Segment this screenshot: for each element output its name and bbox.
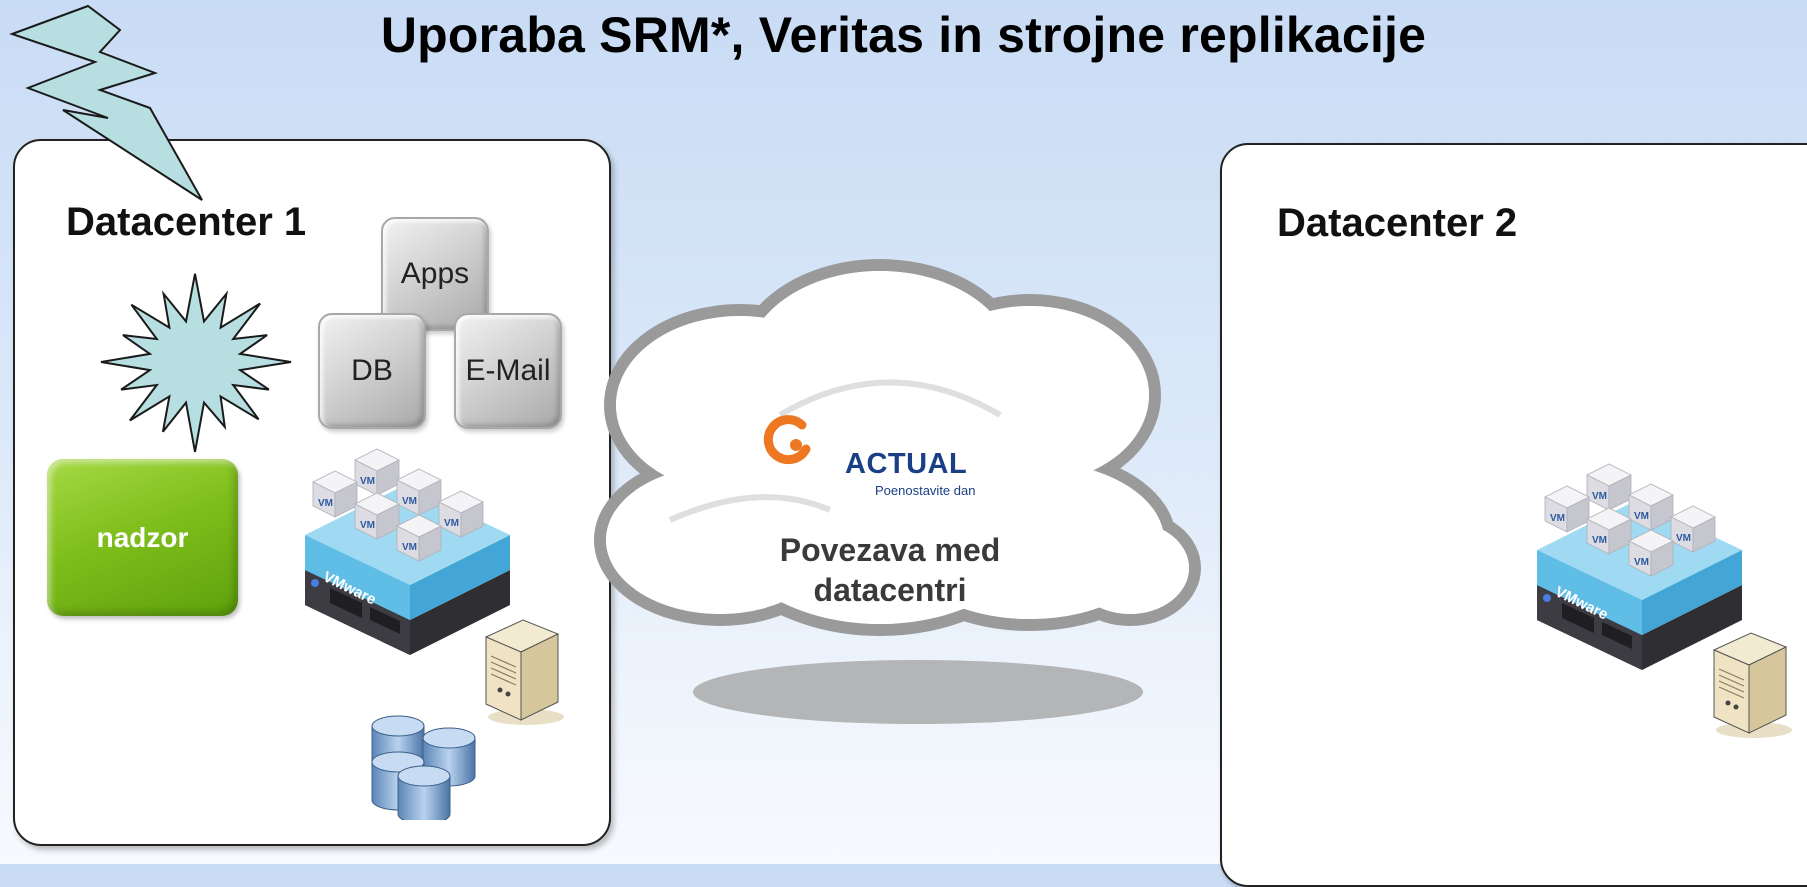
monitor-label: nadzor — [96, 521, 189, 553]
cloud-caption-line2: datacentri — [813, 572, 967, 608]
svg-text:VM: VM — [360, 476, 375, 487]
svg-text:VM: VM — [360, 520, 375, 531]
tower-server-icon — [1712, 632, 1792, 738]
apps-label: Apps — [400, 257, 470, 290]
svg-text:VM: VM — [444, 518, 459, 529]
actual-logo-icon — [763, 415, 811, 465]
cloud-caption: Povezava med datacentri — [720, 530, 1060, 610]
svg-text:VM: VM — [1634, 511, 1649, 522]
lightning-icon — [8, 4, 203, 201]
db-block: DB — [318, 313, 426, 429]
monitor-block: nadzor — [47, 459, 238, 616]
database-icon — [371, 715, 476, 820]
svg-text:VM: VM — [318, 498, 333, 509]
actual-logo-text: ACTUAL — [845, 448, 968, 480]
svg-text:VM: VM — [1634, 557, 1649, 568]
apps-block: Apps — [381, 217, 489, 331]
tower-server-icon — [484, 619, 564, 725]
svg-text:VM: VM — [1592, 535, 1607, 546]
starburst-icon — [100, 273, 292, 453]
db-label: DB — [351, 354, 393, 387]
email-block: E-Mail — [454, 313, 562, 429]
svg-text:VM: VM — [1592, 491, 1607, 502]
cloud-icon — [594, 259, 1201, 724]
svg-text:VM: VM — [1550, 513, 1565, 524]
datacenter-1-label: Datacenter 1 — [66, 200, 307, 244]
datacenter-2-label: Datacenter 2 — [1277, 201, 1518, 245]
svg-text:VM: VM — [402, 496, 417, 507]
svg-text:VM: VM — [402, 542, 417, 553]
svg-text:VM: VM — [1676, 533, 1691, 544]
email-label: E-Mail — [465, 354, 551, 387]
actual-logo-tagline: Poenostavite dan — [875, 483, 976, 498]
page-title: Uporaba SRM*, Veritas in strojne replika… — [380, 7, 1427, 63]
cloud-caption-line1: Povezava med — [779, 532, 1001, 568]
